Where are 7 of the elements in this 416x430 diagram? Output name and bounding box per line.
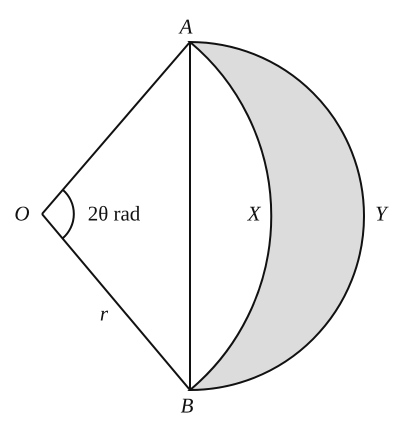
point-label: X bbox=[248, 202, 260, 226]
point-label: A bbox=[180, 14, 192, 40]
point-label: Y bbox=[375, 202, 387, 226]
point-label: B bbox=[180, 394, 194, 418]
point-label: O bbox=[14, 202, 30, 226]
point-label: r bbox=[100, 302, 108, 326]
point-label: 2θ rad bbox=[88, 202, 140, 226]
